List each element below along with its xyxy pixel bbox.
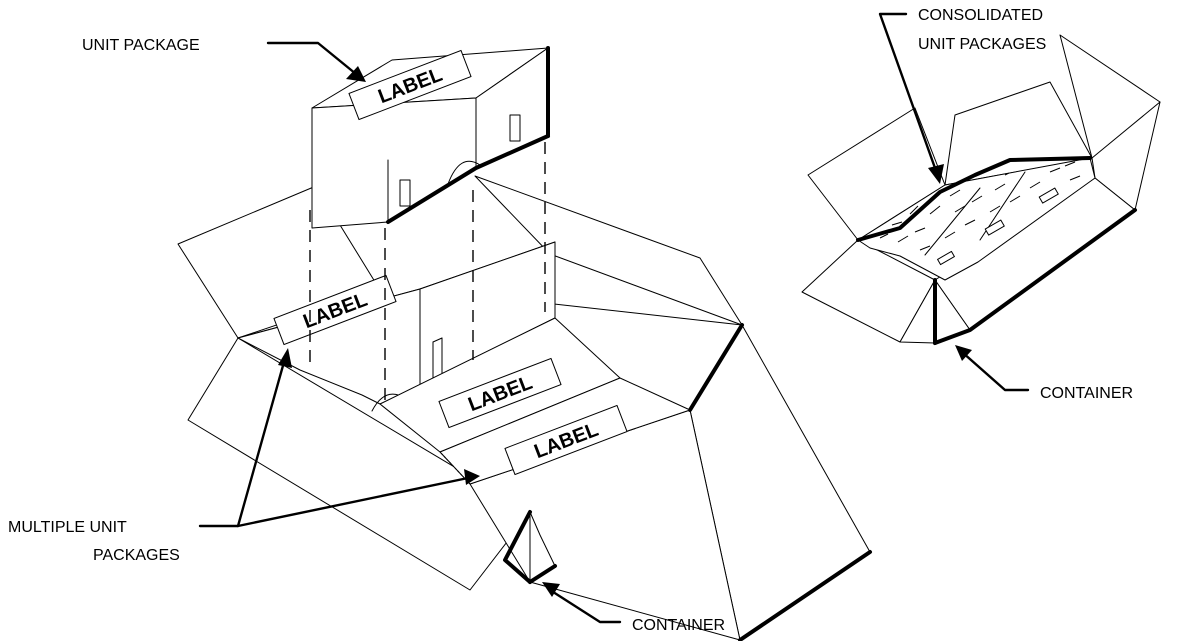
callout-container-right: CONTAINER [1040, 385, 1133, 402]
right-container-assembly [801, 34, 1161, 345]
callout-multiple-unit-line2: PACKAGES [93, 547, 180, 564]
unit-package: LABEL [311, 46, 550, 229]
multiple-unit-packages: LABEL LABEL LABEL [237, 241, 691, 485]
callout-consolidated-line2: UNIT PACKAGES [918, 36, 1046, 53]
left-container-assembly: LABEL LABEL LABEL [177, 142, 872, 641]
callout-unit-package: UNIT PACKAGE [82, 37, 200, 54]
callout-container-left: CONTAINER [632, 617, 725, 634]
consolidated-unit-packages [856, 156, 1096, 281]
callout-consolidated-line1: CONSOLIDATED [918, 7, 1043, 24]
callout-multiple-unit-line1: MULTIPLE UNIT [8, 519, 127, 536]
